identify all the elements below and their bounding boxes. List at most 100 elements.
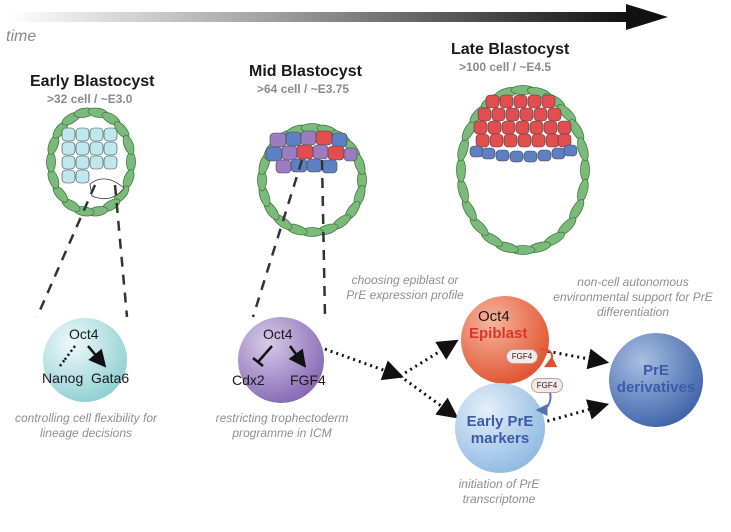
icm-cell: [265, 146, 283, 162]
mid-stage-subtitle: >64 cell / ~E3.75: [257, 82, 350, 96]
icm-cell: [509, 150, 524, 163]
icm-cell: [89, 155, 104, 170]
trophectoderm-cell: [577, 137, 589, 162]
mid-blastocyst-embryo: [257, 123, 367, 237]
trophectoderm-cell: [47, 169, 60, 190]
icm-cell: [475, 133, 490, 148]
icm-cell: [543, 120, 558, 135]
late-stage-title: Late Blastocyst: [451, 41, 570, 58]
fgf4-epi-arrow: [539, 347, 558, 368]
mid-oct4-label: Oct4: [263, 326, 293, 342]
icm-cell: [473, 120, 488, 135]
icm-cell: [89, 127, 104, 142]
icm-cell: [499, 94, 514, 109]
icm-cell: [481, 147, 496, 160]
icm-cell: [517, 133, 532, 148]
icm-cell: [281, 145, 298, 161]
icm-cell: [306, 158, 323, 173]
icm-cell: [523, 150, 538, 163]
icm-cell: [563, 144, 578, 157]
icm-cell: [343, 147, 358, 162]
icm-cell: [75, 155, 90, 170]
epiblast-label: Epiblast: [469, 325, 528, 342]
nanog-label: Nanog: [42, 370, 84, 386]
icm-cell: [495, 149, 510, 162]
zoom-lines: [35, 159, 327, 318]
trophectoderm-cell: [457, 178, 469, 203]
trophectoderm-cell: [122, 134, 135, 155]
icm-cell: [505, 107, 520, 122]
icm-cell: [75, 127, 90, 142]
icm-cell: [75, 169, 90, 184]
icm-cell: [537, 149, 552, 162]
early-note: controlling cell flexibility for lineage…: [14, 411, 158, 440]
icm-cell: [533, 107, 548, 122]
time-arrow: [8, 4, 668, 30]
icm-cell: [519, 107, 534, 122]
oct4-mid-node: [238, 317, 324, 403]
oct4-early-node: [43, 318, 127, 402]
icm-cell: [327, 145, 345, 161]
icm-cell: [89, 141, 104, 156]
icm-cell: [545, 133, 560, 148]
fgf4-epi-tag: FGF4: [506, 349, 538, 364]
icm-cell: [485, 94, 500, 109]
icm-cell: [531, 133, 546, 148]
early-blastocyst-embryo: [46, 107, 136, 217]
icm-cell: [489, 133, 504, 148]
icm-cell: [103, 155, 118, 170]
early-pre-label: Early PrE markers: [466, 413, 534, 447]
icm-cell: [331, 132, 348, 148]
icm-cell: [285, 131, 302, 147]
icm-cell: [557, 120, 572, 135]
icm-cell: [61, 141, 76, 156]
icm-cell: [487, 120, 502, 135]
icm-cell: [300, 130, 317, 146]
fgf4-mid-label: FGF4: [290, 372, 326, 388]
early-stage-title: Early Blastocyst: [30, 73, 155, 90]
icm-cell: [529, 120, 544, 135]
early-oct4-label: Oct4: [69, 326, 99, 342]
early-regulation: [59, 345, 107, 368]
icm-cell: [275, 159, 292, 174]
icm-cell: [315, 130, 333, 146]
mid-regulation: [252, 345, 307, 368]
early-stage-subtitle: >32 cell / ~E3.0: [47, 92, 133, 106]
fgf4-pre-tag: FGF4: [531, 378, 563, 393]
pre-derivatives-node: [609, 333, 703, 427]
late-stage-subtitle: >100 cell / ~E4.5: [459, 60, 552, 74]
mid-stage-title: Mid Blastocyst: [249, 63, 362, 80]
gata6-label: Gata6: [91, 370, 130, 386]
icm-cell: [61, 169, 76, 184]
early-pre-note: initiation of PrE transcriptome: [458, 477, 540, 506]
icm-cell: [515, 120, 530, 135]
trophectoderm-cell: [580, 157, 590, 183]
icm-cell: [321, 159, 338, 174]
icm-cell: [469, 145, 484, 158]
icm-cell: [513, 94, 528, 109]
icm-cell: [103, 141, 118, 156]
cdx2-label: Cdx2: [232, 372, 265, 388]
icm-cell: [503, 133, 518, 148]
choosing-note: choosing epiblast or PrE expression prof…: [346, 273, 464, 302]
time-label: time: [6, 28, 37, 45]
late-blastocyst-embryo: [456, 85, 590, 255]
fgf4-pre-arrow: [535, 391, 552, 416]
icm-cell: [75, 141, 90, 156]
icm-cell: [541, 94, 556, 109]
icm-cell: [547, 107, 562, 122]
noncell-note: non-cell autonomous environmental suppor…: [553, 275, 713, 319]
icm-cell: [477, 107, 492, 122]
icm-cell: [551, 147, 566, 160]
trophectoderm-cell: [456, 157, 466, 183]
trophectoderm-cell: [46, 151, 56, 173]
early-pre-node: [455, 383, 545, 473]
icm-cell: [296, 144, 314, 160]
trophectoderm-cell: [461, 198, 477, 222]
icm-cell: [61, 155, 76, 170]
icm-cell: [312, 144, 329, 160]
icm-cell: [501, 120, 516, 135]
icm-cell: [269, 132, 287, 148]
